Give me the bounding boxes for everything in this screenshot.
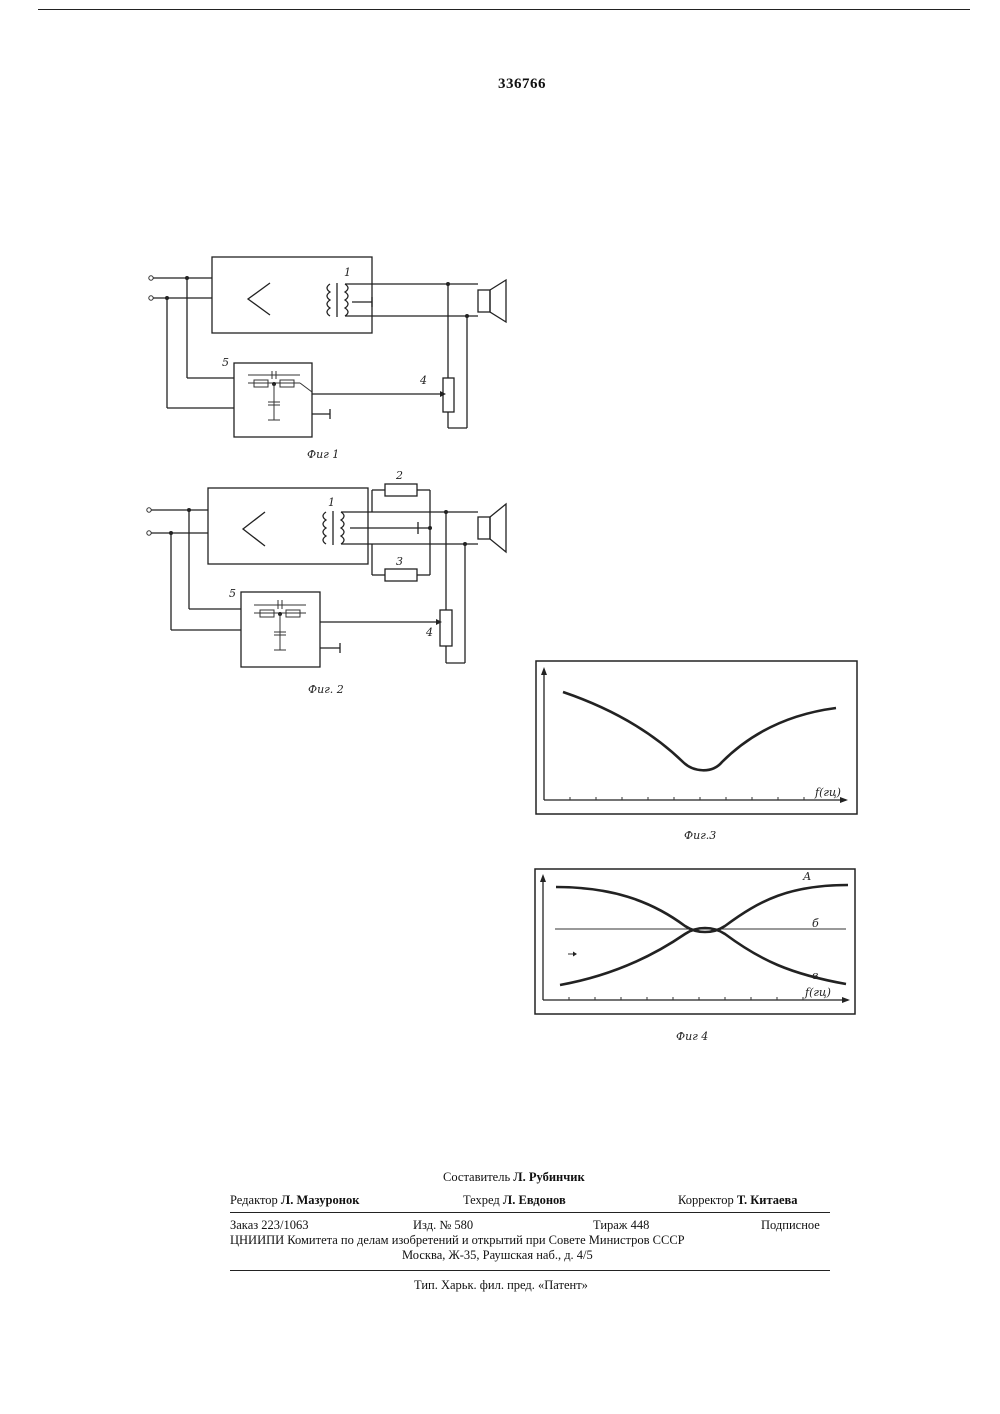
fig3-caption: Фиг.3 <box>684 829 716 842</box>
organization-line-2: Москва, Ж-35, Раушская наб., д. 4/5 <box>402 1248 593 1263</box>
fig4-axis-label: f(гц) <box>804 986 831 999</box>
transformer-secondary <box>345 284 348 316</box>
potentiometer-4-fig2 <box>440 610 452 646</box>
loudspeaker <box>478 290 490 312</box>
order-number: Заказ 223/1063 <box>230 1218 309 1233</box>
fig2-label-resistor-top: 2 <box>395 469 403 482</box>
corrector-name: Т. Китаева <box>737 1193 798 1207</box>
print-run: Тираж 448 <box>593 1218 649 1233</box>
fig3-response-curve <box>563 692 836 770</box>
techred-name: Л. Евдонов <box>503 1193 566 1207</box>
editor-name: Л. Мазуронок <box>281 1193 359 1207</box>
fig1-label-transformer: 1 <box>344 266 351 279</box>
fig1-label-potentiometer: 4 <box>419 374 427 387</box>
figure-4: А б в f(гц) Фиг 4 <box>535 869 855 1043</box>
figure-1: 1 4 5 <box>149 257 506 461</box>
edition-number: Изд. № 580 <box>413 1218 473 1233</box>
transformer-primary <box>327 284 330 316</box>
fig2-label-filter: 5 <box>229 587 236 600</box>
potentiometer-4 <box>443 378 454 412</box>
fig2-caption: Фиг. 2 <box>308 683 344 696</box>
fig4-caption: Фиг 4 <box>676 1030 708 1043</box>
input-terminal-2 <box>149 296 153 300</box>
compiler-line: Составитель Л. Рубинчик <box>443 1170 585 1185</box>
organization-line-1: ЦНИИПИ Комитета по делам изобретений и о… <box>230 1233 685 1248</box>
fig4-curve-upper <box>556 885 848 932</box>
editor-label: Редактор <box>230 1193 278 1207</box>
fig3-axis-label: f(гц) <box>814 786 841 799</box>
printer-line: Тип. Харьк. фил. пред. «Патент» <box>414 1278 588 1293</box>
fig4-curve-lower <box>560 928 846 985</box>
editor-line: Редактор Л. Мазуронок <box>230 1193 359 1208</box>
subscription: Подписное <box>761 1218 820 1233</box>
techred-line: Техред Л. Евдонов <box>463 1193 566 1208</box>
imprint-rule-1 <box>230 1212 830 1213</box>
fig4-label-lower: в <box>812 969 818 982</box>
imprint-rule-2 <box>230 1270 830 1271</box>
corrector-line: Корректор Т. Китаева <box>678 1193 798 1208</box>
loudspeaker-2 <box>478 517 490 539</box>
amplifier-symbol <box>248 283 270 315</box>
fig2-label-potentiometer: 4 <box>425 626 433 639</box>
fig1-label-filter: 5 <box>222 356 229 369</box>
techred-label: Техред <box>463 1193 500 1207</box>
fig2-label-resistor-bottom: 3 <box>396 555 403 568</box>
compiler-name: Л. Рубинчик <box>513 1170 584 1184</box>
corrector-label: Корректор <box>678 1193 734 1207</box>
compiler-label: Составитель <box>443 1170 510 1184</box>
figure-3: f(гц) Фиг.3 <box>536 661 857 842</box>
filter-block-5 <box>234 363 312 437</box>
fig1-caption: Фиг 1 <box>307 448 339 461</box>
fig4-label-middle: б <box>812 917 819 930</box>
fig3-frame <box>536 661 857 814</box>
fig4-label-upper: А <box>802 870 811 883</box>
resistor-2 <box>385 484 417 496</box>
fig2-label-transformer: 1 <box>328 496 335 509</box>
input-terminal-1 <box>149 276 153 280</box>
figure-2: 1 2 3 <box>147 469 506 696</box>
resistor-3 <box>385 569 417 581</box>
